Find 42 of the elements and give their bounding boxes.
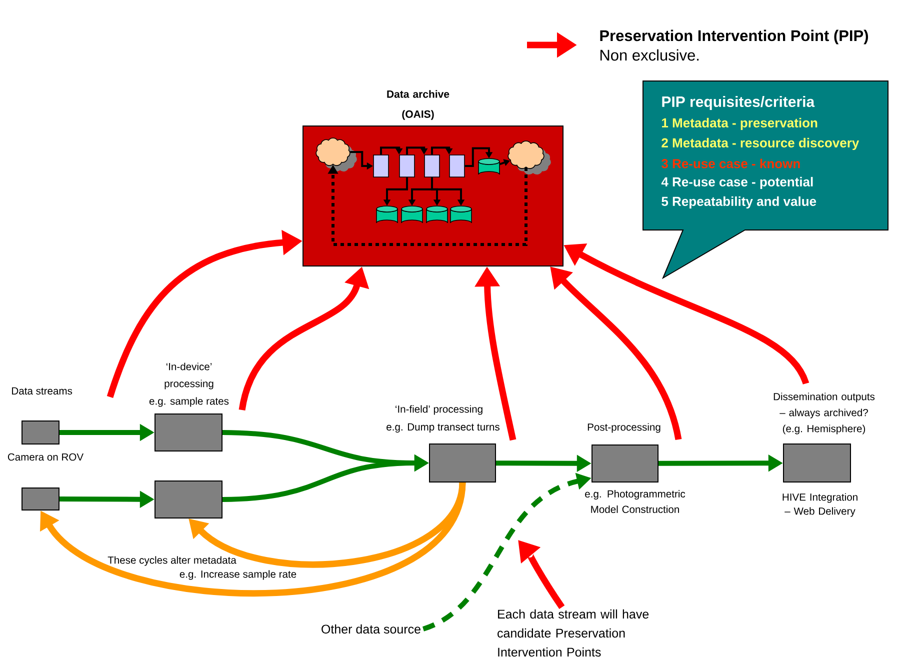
cylinder bbox=[478, 158, 500, 175]
criteria-item: 5 Repeatability and value bbox=[662, 196, 816, 209]
process-box bbox=[22, 488, 60, 510]
arrow bbox=[40, 482, 466, 596]
process-label: Dissemination outputs – always archived? bbox=[774, 392, 875, 418]
criteria-item: 2 Metadata - resource discovery bbox=[662, 138, 860, 150]
document bbox=[449, 154, 465, 178]
process-box bbox=[154, 480, 222, 518]
subtitle: Non exclusive. bbox=[600, 49, 699, 61]
process-label: e.g. Dump transect turns bbox=[386, 423, 500, 433]
arrow bbox=[464, 147, 493, 167]
arrow bbox=[406, 146, 428, 155]
legend-text: Preservation Intervention Point (PIP) bbox=[600, 30, 868, 44]
cylinder bbox=[376, 206, 398, 224]
cylinder bbox=[401, 206, 423, 224]
cylinder bbox=[450, 206, 472, 224]
cloud bbox=[508, 140, 551, 175]
cylinder bbox=[426, 206, 448, 224]
callout-heading: PIP requisites/criteria bbox=[662, 96, 815, 110]
process-label: Camera on ROV bbox=[8, 453, 84, 461]
stream-label: Data streams bbox=[12, 387, 72, 395]
criteria-item: 4 Re-use case - potential bbox=[661, 176, 813, 190]
document bbox=[373, 154, 389, 178]
process-label: e.g. Photogrammetric Model Construction bbox=[585, 490, 686, 514]
arrow bbox=[380, 146, 403, 155]
process-label: HIVE Integration – Web Delivery bbox=[782, 493, 858, 517]
process-label: e.g. sample rates bbox=[149, 397, 229, 407]
document bbox=[399, 154, 415, 178]
criteria-item: 3 Re-use case - known bbox=[662, 158, 800, 168]
cloud bbox=[316, 138, 357, 172]
note-text: Each data stream will have candidate Preservation Intervention Points bbox=[498, 609, 649, 657]
process-label: ‘In-device’ processing bbox=[164, 362, 214, 390]
document bbox=[424, 154, 440, 178]
criteria-item: 1 Metadata - preservation bbox=[662, 118, 818, 130]
process-label: (e.g. Hemisphere) bbox=[782, 424, 866, 434]
box-heading: Data archive (OAIS) bbox=[387, 90, 450, 120]
process-label: Post-processing bbox=[588, 423, 660, 433]
arrow bbox=[431, 146, 453, 155]
source-label: Other data source bbox=[322, 624, 420, 634]
process-label: ‘In-field’ processing bbox=[396, 405, 482, 415]
cycle-note: These cycles alter metadata bbox=[108, 556, 236, 566]
cycle-note: e.g. Increase sample rate bbox=[180, 570, 296, 580]
